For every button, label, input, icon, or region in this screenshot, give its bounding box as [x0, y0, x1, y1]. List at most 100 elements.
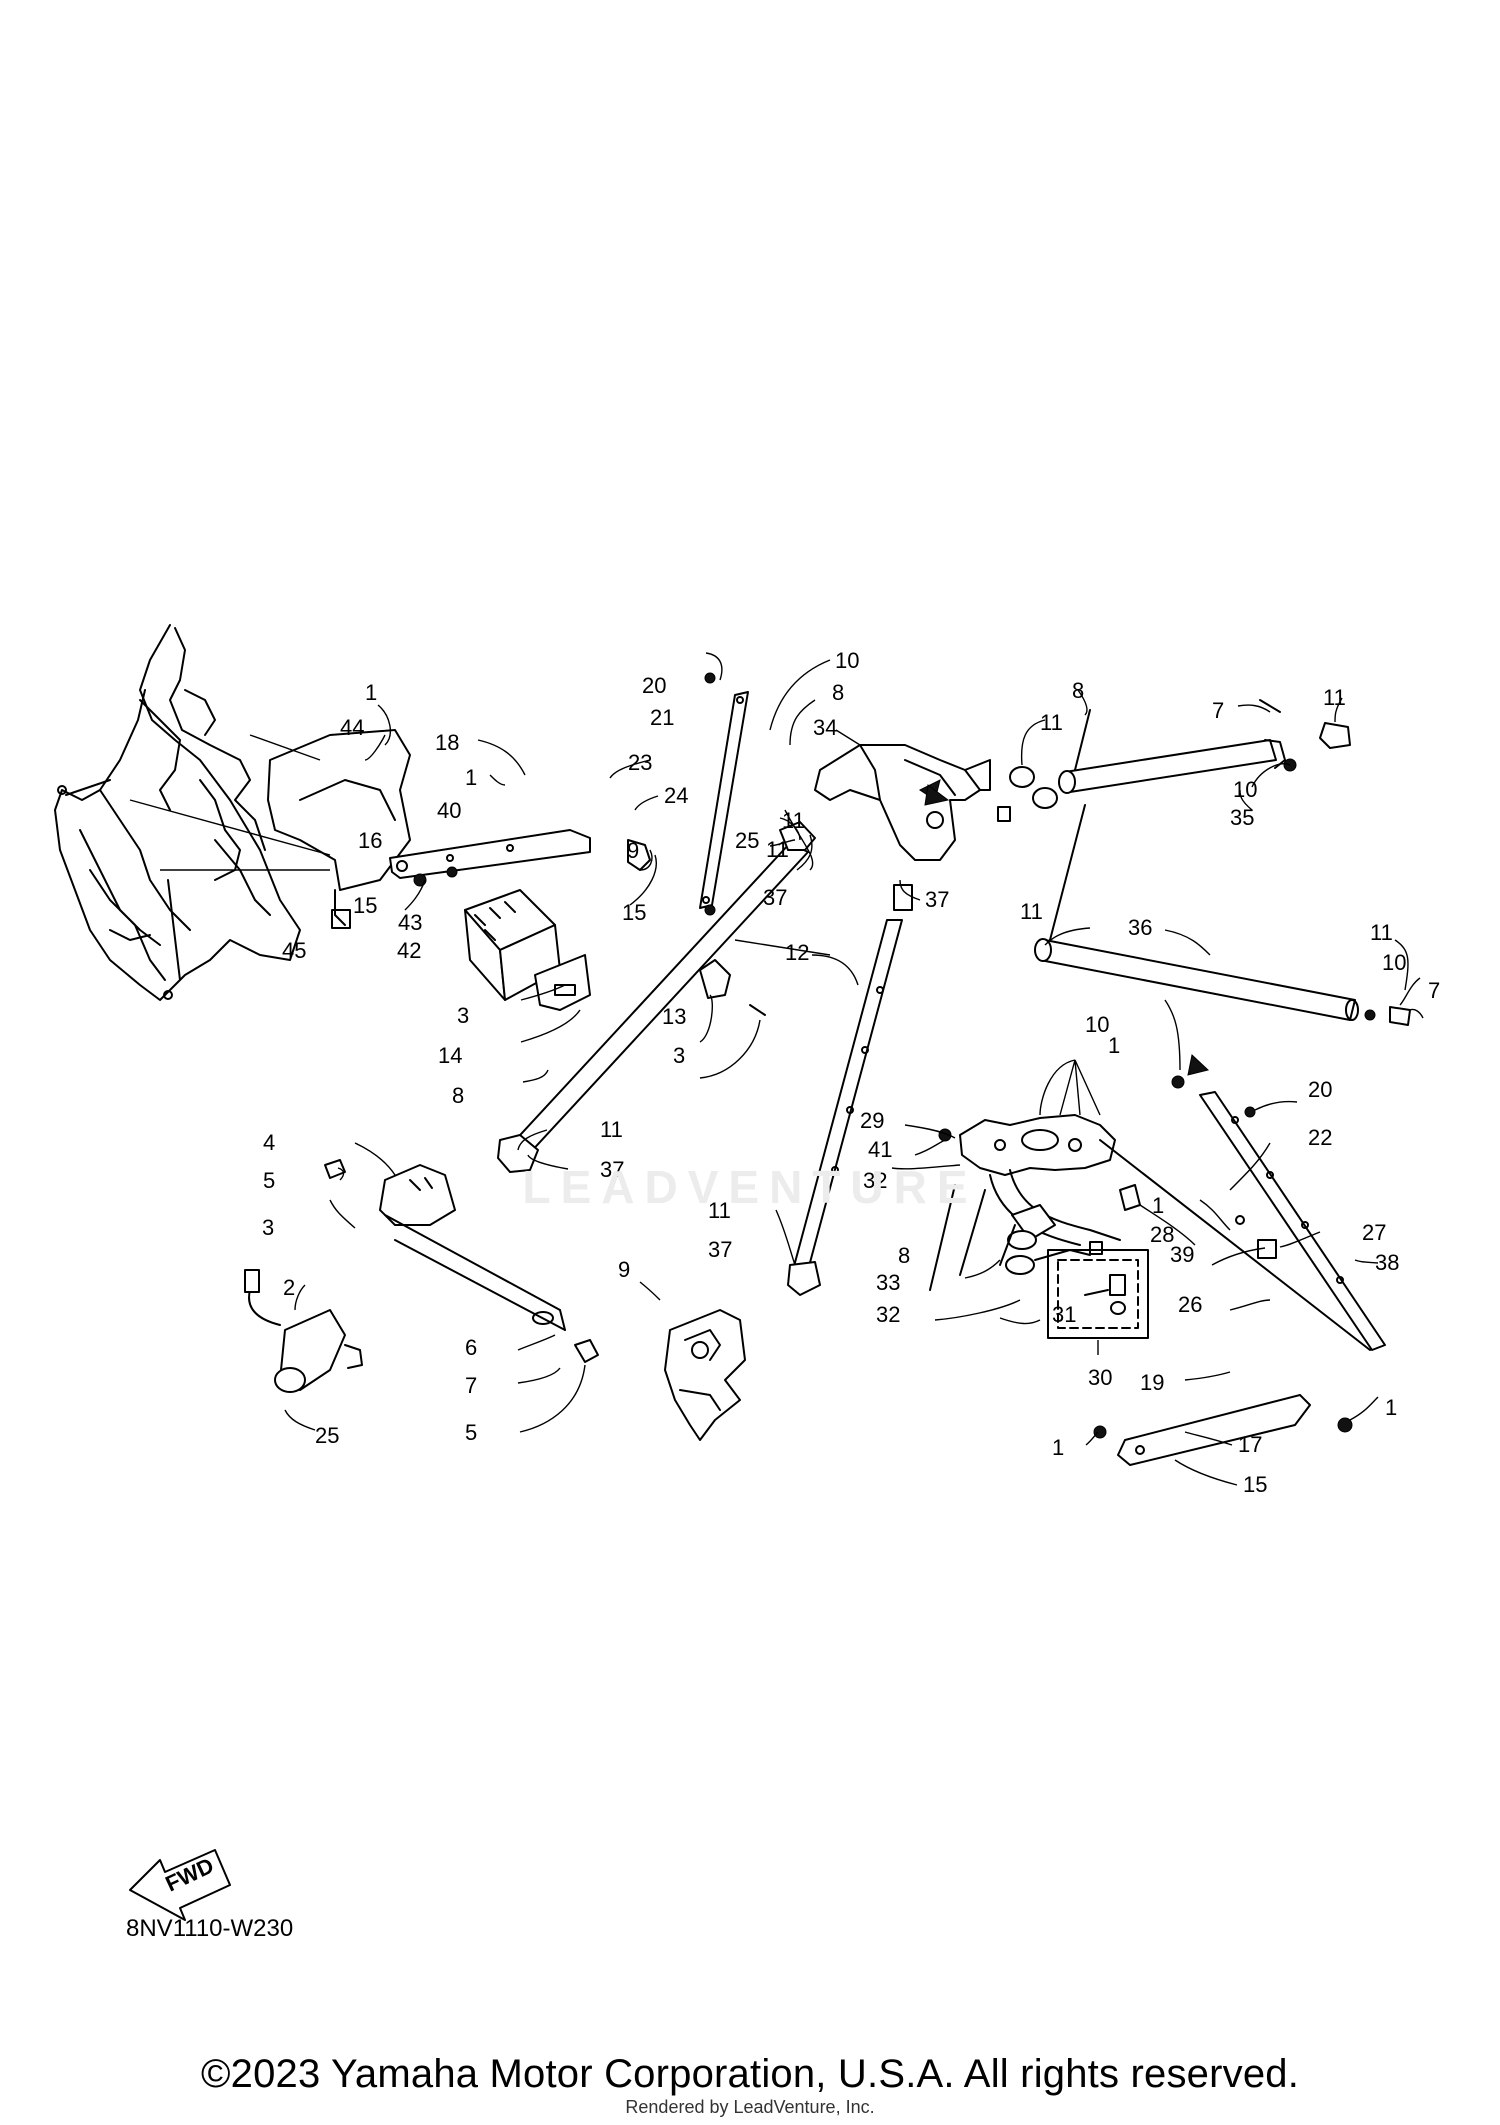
callout-label: 5 — [465, 1420, 477, 1445]
callout-label: 3 — [457, 1003, 469, 1028]
callout-label: 1 — [1108, 1033, 1120, 1058]
callout-label: 3 — [262, 1215, 274, 1240]
cross-bracket — [389, 829, 651, 887]
callout-label: 25 — [735, 828, 759, 853]
callout-label: 27 — [1362, 1220, 1386, 1245]
callout-label: 8 — [452, 1083, 464, 1108]
callout-label: 1 — [365, 680, 377, 705]
callout-label: 37 — [708, 1237, 732, 1262]
harness-bracket-29 — [929, 1114, 1371, 1351]
callout-label: 15 — [1243, 1472, 1267, 1497]
callout-label: 40 — [437, 798, 461, 823]
callout-label: 8 — [832, 680, 844, 705]
callout-label: 15 — [353, 893, 377, 918]
callout-label: 9 — [618, 1257, 630, 1282]
callout-label: 10 — [1085, 1012, 1109, 1037]
top-hub-34 — [814, 744, 991, 861]
detail-box-30 — [1047, 1249, 1149, 1339]
callout-label: 13 — [662, 1004, 686, 1029]
callout-label: 38 — [1375, 1250, 1399, 1275]
callout-label: 45 — [282, 938, 306, 963]
watermark: LEADVENTURE — [522, 1161, 978, 1213]
callout-label: 11 — [782, 808, 805, 833]
bracket-4 — [324, 1159, 599, 1363]
callout-label: 20 — [1308, 1077, 1332, 1102]
callout-label: 1 — [1152, 1193, 1164, 1218]
callout-label: 11 — [600, 1117, 623, 1142]
callout-label: 1 — [1385, 1395, 1397, 1420]
callout-label: 10 — [1382, 950, 1406, 975]
callout-label: 4 — [263, 1130, 275, 1155]
callout-label: 18 — [435, 730, 459, 755]
callout-label: 14 — [438, 1043, 462, 1068]
right-bar-22 — [924, 784, 1386, 1351]
callout-label: 8 — [898, 1243, 910, 1268]
leader-lines — [129, 652, 1424, 1486]
diagram-code: 8NV1110-W230 — [126, 1915, 294, 1942]
callout-label: 2 — [283, 1275, 295, 1300]
callout-label: 26 — [1178, 1292, 1202, 1317]
bar-17 — [1093, 1394, 1353, 1466]
callout-label: 7 — [1212, 698, 1224, 723]
lower-right-tube-36 — [1034, 804, 1411, 1026]
motor-2 — [244, 1269, 363, 1393]
render-credit: Rendered by LeadVenture, Inc. — [625, 2097, 875, 2117]
callout-label: 15 — [622, 900, 646, 925]
copyright-notice: ©2023 Yamaha Motor Corporation, U.S.A. A… — [200, 2052, 1300, 2096]
callout-label: 11 — [708, 1198, 731, 1223]
callout-label: 24 — [664, 783, 688, 808]
callout-label: 42 — [397, 938, 421, 963]
callout-label: 9 — [627, 838, 639, 863]
callout-label: 17 — [1238, 1432, 1262, 1457]
callout-label: 36 — [1128, 915, 1152, 940]
clip-13 — [699, 959, 766, 1016]
callout-label: 22 — [1308, 1125, 1332, 1150]
upper-right-tube — [997, 699, 1351, 822]
callout-label: 21 — [650, 705, 674, 730]
side-panel-44 — [267, 729, 411, 929]
callout-label: 8 — [1072, 678, 1084, 703]
callout-label: 10 — [1233, 777, 1257, 802]
callout-label: 25 — [315, 1423, 339, 1448]
callout-label: 28 — [1150, 1222, 1174, 1247]
callout-label: 20 — [642, 673, 666, 698]
callout-label: 31 — [1052, 1302, 1076, 1327]
callout-label: 32 — [863, 1168, 887, 1193]
callout-label: 39 — [1170, 1242, 1194, 1267]
callout-label: 16 — [358, 828, 382, 853]
callout-label: 43 — [398, 910, 422, 935]
callout-label: 7 — [465, 1373, 477, 1398]
long-tube-right — [787, 884, 913, 1296]
callout-label: 10 — [835, 648, 859, 673]
callout-label: 41 — [868, 1137, 892, 1162]
callout-label: 11 — [1020, 899, 1043, 924]
callout-label: 19 — [1140, 1370, 1164, 1395]
callout-label: 23 — [628, 750, 652, 775]
callout-label: 3 — [673, 1043, 685, 1068]
callout-label: 1 — [465, 765, 477, 790]
callout-label: 12 — [785, 940, 809, 965]
callout-label: 37 — [925, 887, 949, 912]
callout-label: 30 — [1088, 1365, 1112, 1390]
front-body-assembly — [54, 624, 301, 1001]
callout-label: 6 — [465, 1335, 477, 1360]
callout-label: 37 — [763, 885, 787, 910]
callout-label: 32 — [876, 1302, 900, 1327]
callout-label: 7 — [1428, 978, 1440, 1003]
callout-label: 5 — [263, 1168, 275, 1193]
strip-21 — [699, 672, 749, 916]
callout-label: 11 — [766, 837, 789, 862]
fwd-arrow-icon: FWD — [129, 1849, 231, 1921]
center-mount — [664, 1309, 746, 1441]
callout-label: 37 — [600, 1157, 624, 1182]
module-14 — [464, 889, 591, 1011]
callout-label: 1 — [1052, 1435, 1064, 1460]
callout-label: 34 — [813, 715, 837, 740]
callout-label: 44 — [340, 715, 364, 740]
callout-label: 33 — [876, 1270, 900, 1295]
callout-label: 11 — [1040, 710, 1063, 735]
callout-label: 35 — [1230, 805, 1254, 830]
callout-label: 11 — [1370, 920, 1393, 945]
